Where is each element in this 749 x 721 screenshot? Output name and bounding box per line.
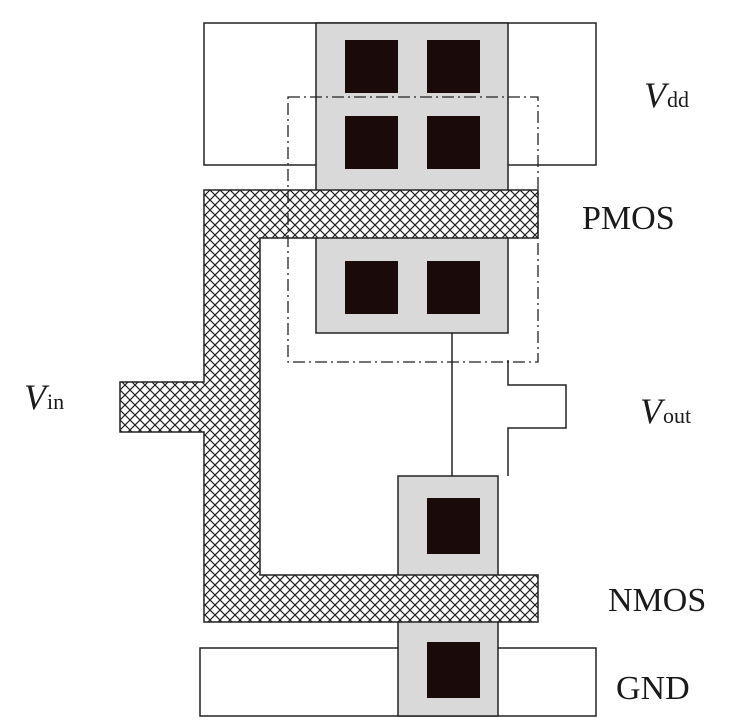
- nmos-label: NMOS: [608, 582, 707, 619]
- vdd-subscript: dd: [667, 87, 689, 112]
- vout-label: Vout: [640, 390, 691, 432]
- pmos-drain-contact: [427, 261, 480, 314]
- vdd-label: Vdd: [644, 74, 689, 116]
- vdd-contact: [427, 40, 480, 93]
- vin-subscript: in: [47, 389, 65, 414]
- nwell-boundary: [287, 96, 539, 363]
- gnd-label: GND: [616, 670, 690, 707]
- pmos-drain-contact: [345, 261, 398, 314]
- output-metal: [507, 360, 567, 476]
- gnd-contact: [427, 642, 480, 698]
- nmos-drain-contact: [427, 498, 480, 554]
- vout-symbol: V: [640, 391, 662, 431]
- vin-symbol: V: [24, 377, 46, 417]
- pmos-label: PMOS: [582, 200, 675, 237]
- vdd-contact: [345, 116, 398, 169]
- vdd-contact: [427, 116, 480, 169]
- vdd-contact: [345, 40, 398, 93]
- vdd-symbol: V: [644, 75, 666, 115]
- vout-subscript: out: [663, 403, 692, 428]
- vin-label: Vin: [24, 376, 64, 418]
